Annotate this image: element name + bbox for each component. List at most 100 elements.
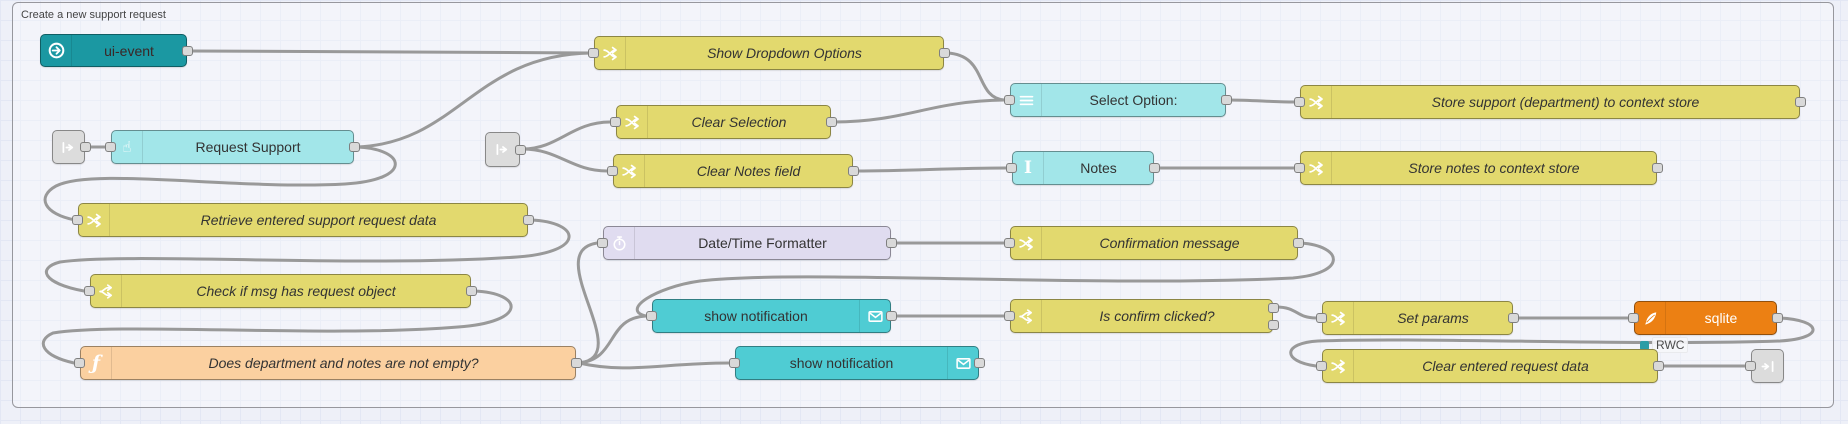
output-port[interactable] bbox=[1772, 313, 1783, 323]
output-port[interactable] bbox=[466, 286, 477, 296]
envelope-icon bbox=[859, 300, 890, 332]
node-request-support[interactable]: ☝Request Support bbox=[105, 130, 360, 164]
node-label: Confirmation message bbox=[1099, 235, 1240, 251]
input-port[interactable] bbox=[105, 142, 116, 152]
output-port[interactable] bbox=[523, 215, 534, 225]
input-port[interactable] bbox=[74, 358, 85, 368]
input-port[interactable] bbox=[1004, 238, 1015, 248]
swap-arrows-icon bbox=[595, 37, 626, 69]
wire-request-support-to-show-dropdown-options[interactable] bbox=[355, 51, 593, 149]
swap-arrows-icon bbox=[1301, 86, 1332, 118]
wire-does-not-empty-to-show-notification-1[interactable] bbox=[577, 314, 648, 365]
link-out-icon bbox=[1752, 350, 1783, 382]
output-port[interactable] bbox=[1293, 238, 1304, 248]
node-link-in-1[interactable] bbox=[52, 130, 91, 164]
node-datetime-formatter[interactable]: Date/Time Formatter bbox=[597, 226, 897, 260]
wire-link-in-2-to-clear-notes-field[interactable] bbox=[521, 147, 609, 173]
node-retrieve-data[interactable]: Retrieve entered support request data bbox=[72, 203, 534, 237]
swap-arrows-icon bbox=[1323, 350, 1354, 382]
input-port[interactable] bbox=[1004, 311, 1015, 321]
output-port[interactable] bbox=[1221, 95, 1232, 105]
wire-sqlite-to-clear-entered-data[interactable] bbox=[1289, 316, 1815, 368]
input-port[interactable] bbox=[84, 286, 95, 296]
wire-show-dropdown-options-to-select-option[interactable] bbox=[945, 51, 1006, 102]
input-port[interactable] bbox=[1316, 361, 1327, 371]
node-show-notification-1[interactable]: show notification bbox=[646, 299, 897, 333]
wire-link-in-2-to-clear-selection[interactable] bbox=[521, 120, 612, 151]
wire-does-not-empty-to-datetime-formatter[interactable] bbox=[576, 241, 600, 365]
output-port[interactable] bbox=[1268, 303, 1279, 313]
node-link-out-1[interactable] bbox=[1745, 349, 1784, 383]
wire-request-support-to-retrieve-data[interactable] bbox=[43, 145, 397, 222]
node-label: Store support (department) to context st… bbox=[1431, 94, 1700, 110]
output-port[interactable] bbox=[182, 45, 193, 56]
node-label: ui-event bbox=[104, 42, 154, 59]
node-check-request-object[interactable]: Check if msg has request object bbox=[84, 274, 477, 308]
swap-arrows-icon bbox=[614, 155, 645, 187]
input-port[interactable] bbox=[729, 358, 740, 368]
output-port[interactable] bbox=[515, 144, 526, 155]
output-port[interactable] bbox=[974, 358, 985, 368]
node-label: Request Support bbox=[195, 139, 301, 155]
output-port[interactable] bbox=[1653, 361, 1664, 371]
output-port[interactable] bbox=[1268, 320, 1279, 330]
fork-icon bbox=[91, 275, 122, 307]
node-confirmation-message[interactable]: Confirmation message bbox=[1004, 226, 1304, 260]
wire-check-request-object-to-does-not-empty[interactable] bbox=[41, 289, 513, 365]
link-in-icon bbox=[53, 131, 84, 163]
output-port[interactable] bbox=[939, 48, 950, 58]
output-port[interactable] bbox=[886, 311, 897, 321]
input-port[interactable] bbox=[1004, 95, 1015, 105]
output-port[interactable] bbox=[1652, 163, 1663, 173]
node-store-support[interactable]: Store support (department) to context st… bbox=[1294, 85, 1806, 119]
output-port[interactable] bbox=[1149, 163, 1160, 173]
output-port[interactable] bbox=[848, 166, 859, 176]
output-port[interactable] bbox=[349, 142, 360, 152]
input-port[interactable] bbox=[1745, 361, 1756, 371]
input-port[interactable] bbox=[646, 311, 657, 321]
input-port[interactable] bbox=[588, 48, 599, 58]
wire-clear-selection-to-select-option[interactable] bbox=[832, 98, 1006, 124]
output-port[interactable] bbox=[80, 142, 91, 152]
input-port[interactable] bbox=[1316, 313, 1327, 323]
input-port[interactable] bbox=[1294, 163, 1305, 173]
node-clear-selection[interactable]: Clear Selection bbox=[610, 105, 837, 139]
node-is-confirm-clicked[interactable]: Is confirm clicked? bbox=[1004, 299, 1279, 333]
node-show-dropdown-options[interactable]: Show Dropdown Options bbox=[588, 36, 950, 70]
node-sqlite[interactable]: sqlite bbox=[1628, 301, 1783, 335]
output-port[interactable] bbox=[571, 358, 582, 368]
output-port[interactable] bbox=[886, 238, 897, 248]
node-label: Store notes to context store bbox=[1408, 160, 1580, 176]
output-port[interactable] bbox=[826, 117, 837, 127]
node-link-in-2[interactable] bbox=[485, 132, 526, 167]
input-port[interactable] bbox=[610, 117, 621, 127]
wire-is-confirm-clicked-to-set-params[interactable] bbox=[1274, 305, 1318, 320]
input-port[interactable] bbox=[72, 215, 83, 225]
input-port[interactable] bbox=[607, 166, 618, 176]
output-port[interactable] bbox=[1508, 313, 1519, 323]
node-show-notification-2[interactable]: show notification bbox=[729, 346, 985, 380]
node-store-notes[interactable]: Store notes to context store bbox=[1294, 151, 1663, 185]
node-select-option[interactable]: Select Option: bbox=[1004, 83, 1232, 117]
wire-retrieve-data-to-check-request-object[interactable] bbox=[44, 218, 571, 293]
input-port[interactable] bbox=[1006, 163, 1017, 173]
input-port[interactable] bbox=[597, 238, 608, 248]
node-ui-event[interactable]: ui-event bbox=[40, 34, 193, 67]
fork-icon bbox=[1011, 300, 1042, 332]
node-set-params[interactable]: Set params bbox=[1316, 301, 1519, 335]
wire-does-not-empty-to-show-notification-2[interactable] bbox=[577, 361, 731, 370]
node-clear-notes-field[interactable]: Clear Notes field bbox=[607, 154, 859, 188]
wire-confirmation-message-to-show-notification-1[interactable] bbox=[635, 241, 1335, 318]
wire-clear-notes-field-to-notes[interactable] bbox=[854, 166, 1008, 173]
wire-ui-event-to-show-dropdown-options[interactable] bbox=[188, 49, 593, 55]
input-port[interactable] bbox=[1294, 97, 1305, 107]
output-port[interactable] bbox=[1795, 97, 1806, 107]
node-label: Clear Selection bbox=[691, 114, 787, 130]
node-clear-entered-data[interactable]: Clear entered request data bbox=[1316, 349, 1664, 383]
wire-select-option-to-store-support[interactable] bbox=[1227, 98, 1296, 104]
input-port[interactable] bbox=[1628, 313, 1639, 323]
